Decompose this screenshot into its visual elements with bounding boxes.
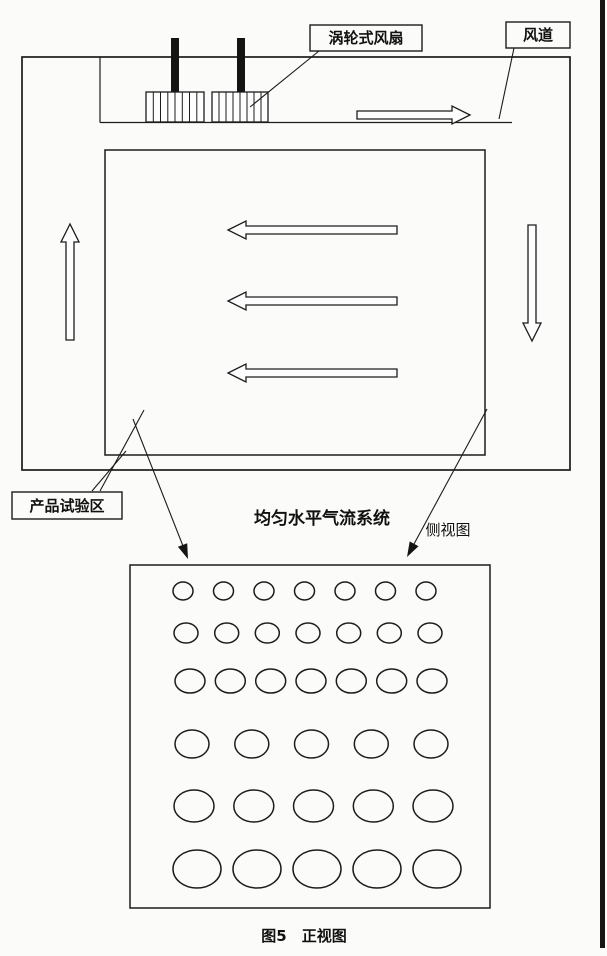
fan-shaft bbox=[237, 38, 245, 92]
plate-hole bbox=[374, 581, 397, 601]
label-box bbox=[11, 491, 123, 520]
leader-line bbox=[249, 50, 320, 108]
plate-hole bbox=[233, 789, 275, 823]
plate-hole bbox=[174, 729, 210, 759]
chamber-outline bbox=[21, 56, 571, 471]
plate-hole bbox=[295, 668, 327, 694]
airflow-arrow-up-left bbox=[59, 222, 81, 341]
plate-hole bbox=[174, 668, 206, 694]
arrowhead-icon bbox=[407, 541, 419, 557]
pointer-to-front-view-left bbox=[132, 418, 188, 559]
figure-caption: 图5 正视图 bbox=[261, 927, 346, 945]
plate-hole bbox=[254, 622, 281, 644]
plate-hole bbox=[376, 622, 403, 644]
plate-hole bbox=[352, 789, 395, 823]
plate-hole bbox=[212, 581, 235, 601]
turbine-fan-label: 涡轮式风扇 bbox=[328, 29, 403, 47]
leader-line bbox=[498, 47, 515, 120]
plate-hole bbox=[335, 668, 368, 694]
airflow-arrow-left-2 bbox=[226, 290, 398, 312]
airflow-arrow-down-right bbox=[521, 224, 543, 343]
pointer-to-front-view-right bbox=[407, 408, 488, 557]
air-duct-label: 风道 bbox=[523, 26, 553, 44]
scan-edge-artifact bbox=[600, 0, 605, 948]
plate-hole bbox=[335, 622, 362, 644]
plate-hole bbox=[417, 622, 443, 644]
test-area-outline bbox=[104, 149, 486, 456]
plate-hole bbox=[353, 729, 390, 759]
plate-hole bbox=[415, 581, 437, 601]
plate-hole bbox=[413, 729, 449, 759]
callout-product-test-area: 产品试验区 bbox=[11, 409, 145, 520]
plate-hole bbox=[172, 581, 194, 601]
plate-hole bbox=[292, 849, 342, 889]
leader-line bbox=[99, 409, 145, 492]
airflow-arrow-left-3 bbox=[226, 362, 398, 384]
plate-hole bbox=[412, 849, 462, 889]
fan-shaft bbox=[171, 38, 179, 92]
fan-hatch-lines bbox=[152, 92, 198, 122]
label-box bbox=[309, 24, 423, 52]
plate-hole bbox=[295, 622, 321, 644]
arrowhead-icon bbox=[177, 543, 188, 559]
label-box bbox=[505, 21, 571, 49]
plate-hole bbox=[234, 729, 270, 759]
plate-hole bbox=[213, 622, 240, 644]
airflow-arrow-left-1 bbox=[226, 219, 398, 241]
plate-hole bbox=[173, 622, 199, 644]
plate-hole bbox=[292, 789, 335, 823]
callout-turbine-fan: 涡轮式风扇 bbox=[249, 24, 423, 108]
plate-hole bbox=[375, 668, 408, 694]
plate-hole bbox=[254, 668, 287, 694]
product-test-area-label: 产品试验区 bbox=[29, 497, 104, 515]
airflow-arrow-right-top bbox=[356, 104, 472, 126]
plate-hole bbox=[293, 581, 316, 601]
plate-hole bbox=[352, 849, 402, 889]
plate-hole bbox=[253, 581, 275, 601]
plate-hole bbox=[172, 849, 222, 889]
turbine-fan-1 bbox=[145, 38, 205, 123]
turbine-fan-2 bbox=[211, 38, 269, 123]
plate-hole bbox=[293, 729, 330, 759]
leader-line bbox=[91, 450, 127, 492]
plate-hole bbox=[334, 581, 356, 601]
airflow-system-label: 均匀水平气流系统 bbox=[254, 508, 390, 529]
fan-hatch-lines bbox=[218, 92, 262, 122]
side-view-label: 侧视图 bbox=[425, 521, 470, 539]
plate-hole bbox=[232, 849, 282, 889]
plate-hole bbox=[173, 789, 215, 823]
plate-holes bbox=[172, 581, 462, 889]
plate-hole bbox=[416, 668, 448, 694]
callout-air-duct: 风道 bbox=[498, 21, 571, 120]
perforated-plate-outline bbox=[129, 564, 491, 909]
plate-hole bbox=[214, 668, 247, 694]
plate-hole bbox=[412, 789, 454, 823]
